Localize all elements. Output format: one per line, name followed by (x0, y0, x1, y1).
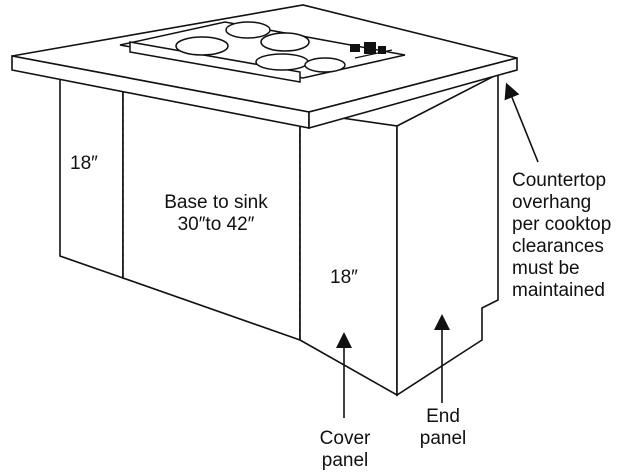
cooktop-icon (119, 21, 406, 83)
countertop-line-6: maintained (512, 280, 605, 301)
cover-panel-face (299, 111, 398, 397)
burner-back-left (225, 21, 271, 39)
cooktop-front-lip (129, 41, 301, 83)
burner-far-right (304, 57, 346, 73)
countertop-line-3: per cooktop (512, 214, 612, 235)
knobs-icon (350, 42, 393, 59)
cover-panel-label: Cover panel (300, 428, 390, 472)
burner-back-right (260, 32, 310, 52)
countertop-line-1: Countertop (512, 170, 607, 191)
cover-panel-line-1: Cover (319, 428, 371, 449)
burner-front-right (255, 53, 309, 71)
cover-panel-line-2: panel (321, 450, 369, 471)
burner-front-left (175, 36, 229, 56)
end-panel-line-2: panel (419, 428, 467, 449)
countertop-line-4: clearances (512, 236, 604, 257)
countertop-line-2: overhang (512, 192, 592, 213)
end-panel-line-1: End (426, 406, 460, 427)
right-dimension-label: 18″ (330, 267, 358, 288)
countertop-overhang-label: Countertop overhang per cooktop clearanc… (512, 170, 640, 302)
end-panel-label: End panel (405, 406, 481, 450)
countertop-line-5: must be (512, 258, 580, 279)
left-dimension-label: 18″ (70, 153, 98, 174)
cabinet-left-face (59, 74, 124, 280)
base-to-sink-line-1: Base to sink (164, 192, 268, 213)
base-to-sink-label: Base to sink 30″to 42″ (148, 192, 284, 236)
arrow-countertop-overhang (504, 82, 539, 163)
countertop-side-edge (308, 56, 518, 130)
base-to-sink-line-2: 30″to 42″ (177, 214, 255, 235)
end-panel-face (396, 72, 499, 397)
